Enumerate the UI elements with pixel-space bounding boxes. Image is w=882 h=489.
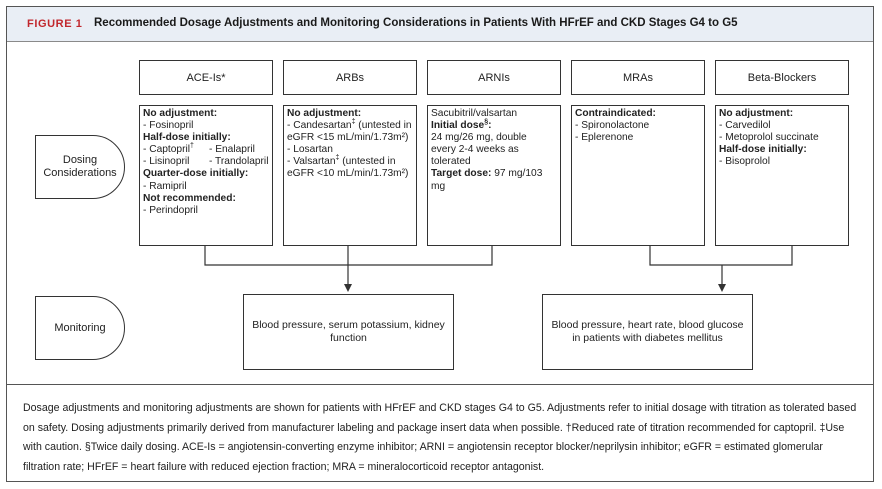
arb-item-valsartan-egfr: eGFR <10 mL/min/1.73m²) <box>287 168 409 180</box>
figure-label: FIGURE 1 <box>27 18 83 30</box>
column-header-beta-blockers: Beta-Blockers <box>715 60 849 95</box>
ace-item-trandolapril: - Trandolapril <box>209 156 269 168</box>
figure-title: Recommended Dosage Adjustments and Monit… <box>94 17 738 29</box>
arni-target-dose-heading: Target dose: <box>431 168 492 180</box>
candesartan-footnote-mark: ‡ <box>351 118 356 126</box>
arb-item-candesartan: - Candesartan‡ (untested in <box>287 118 413 132</box>
arni-drug-name: Sacubitril/valsartan <box>431 108 518 119</box>
connector-lines <box>204 240 793 483</box>
ace-item-lisinopril: - Lisinopril <box>143 156 190 168</box>
arb-heading-no-adjustment: No adjustment: <box>287 108 362 119</box>
arb-item-candesartan-egfr: eGFR <15 mL/min/1.73m²) <box>287 132 409 144</box>
arni-target-dose: Target dose: 97 mg/103 <box>431 168 557 180</box>
bb-item-bisoprolol: - Bisoprolol <box>719 156 770 168</box>
monitoring-box-left: Blood pressure, serum potassium, kidney … <box>243 294 454 370</box>
dosing-box-ace-is: No adjustment: - Fosinopril Half-dose in… <box>139 105 273 246</box>
connector-left <box>204 240 493 288</box>
arni-initial-dose-colon: : <box>488 120 492 132</box>
captopril-footnote-mark: † <box>190 142 194 150</box>
ace-heading-no-adjustment: No adjustment: <box>143 108 218 119</box>
bb-item-carvedilol: - Carvedilol <box>719 120 771 132</box>
ace-row-captopril-enalapril: - Captopril† - Enalapril <box>143 142 269 156</box>
column-header-mras: MRAs <box>571 60 705 95</box>
ace-heading-quarter-dose: Quarter-dose initially: <box>143 168 249 180</box>
figure-header: FIGURE 1 Recommended Dosage Adjustments … <box>7 7 873 42</box>
dosing-box-arbs: No adjustment: - Candesartan‡ (untested … <box>283 105 417 246</box>
row-label-monitoring: Monitoring <box>35 296 125 360</box>
ace-item-ramipril: - Ramipril <box>143 180 187 192</box>
flow-diagram: ACE-Is* ARBs ARNIs MRAs Beta-Blockers Do… <box>7 7 875 483</box>
dosing-box-arnis: Sacubitril/valsartan Initial dose§: 24 m… <box>427 105 561 246</box>
arb-item-candesartan-text: - Candesartan <box>287 120 352 132</box>
arb-item-valsartan-text: - Valsartan <box>287 156 336 168</box>
connector-right <box>649 240 793 288</box>
ace-heading-half-dose: Half-dose initially: <box>143 132 231 144</box>
ace-item-perindopril: - Perindopril <box>143 204 198 216</box>
ace-item-enalapril: - Enalapril <box>209 144 255 156</box>
bb-heading-no-adjustment: No adjustment: <box>719 108 794 119</box>
arb-item-valsartan-note: (untested in <box>339 156 396 168</box>
mra-heading-contraindicated: Contraindicated: <box>575 108 656 119</box>
ace-row-lisinopril-trandolapril: - Lisinopril - Trandolapril <box>143 156 269 168</box>
arni-dose-line-3: tolerated <box>431 156 471 168</box>
figure-panel: FIGURE 1 Recommended Dosage Adjustments … <box>6 6 874 482</box>
bb-heading-half-dose: Half-dose initially: <box>719 144 807 156</box>
monitoring-box-right: Blood pressure, heart rate, blood glucos… <box>542 294 753 370</box>
dosing-box-beta-blockers: No adjustment: - Carvedilol - Metoprolol… <box>715 105 849 246</box>
twice-daily-footnote-mark: § <box>484 118 489 126</box>
mra-item-spironolactone: - Spironolactone <box>575 120 650 132</box>
mra-item-eplerenone: - Eplerenone <box>575 132 634 144</box>
dosing-box-mras: Contraindicated: - Spironolactone - Eple… <box>571 105 705 246</box>
valsartan-footnote-mark: ‡ <box>335 154 340 162</box>
arni-dose-line-2: every 2-4 weeks as <box>431 144 519 156</box>
arni-target-dose-unit: mg <box>431 180 446 192</box>
arb-item-losartan: - Losartan <box>287 144 333 156</box>
figure-caption: Dosage adjustments and monitoring adjust… <box>7 384 873 483</box>
column-header-arbs: ARBs <box>283 60 417 95</box>
arb-item-valsartan: - Valsartan‡ (untested in <box>287 154 413 168</box>
arb-item-candesartan-note: (untested in <box>355 120 412 132</box>
ace-item-captopril: - Captopril† <box>143 142 209 156</box>
arni-dose-line-1: 24 mg/26 mg, double <box>431 132 527 144</box>
row-label-dosing: Dosing Considerations <box>35 135 125 199</box>
bb-item-metoprolol: - Metoprolol succinate <box>719 132 819 144</box>
column-header-ace-is: ACE-Is* <box>139 60 273 95</box>
arni-heading-initial-dose: Initial dose§: <box>431 118 557 132</box>
column-header-arnis: ARNIs <box>427 60 561 95</box>
arni-initial-dose-text: Initial dose <box>431 120 485 132</box>
arni-target-dose-value: 97 mg/103 <box>491 168 543 180</box>
ace-item-fosinopril: - Fosinopril <box>143 120 194 132</box>
ace-heading-not-recommended: Not recommended: <box>143 192 236 204</box>
ace-item-captopril-text: - Captopril <box>143 144 190 156</box>
